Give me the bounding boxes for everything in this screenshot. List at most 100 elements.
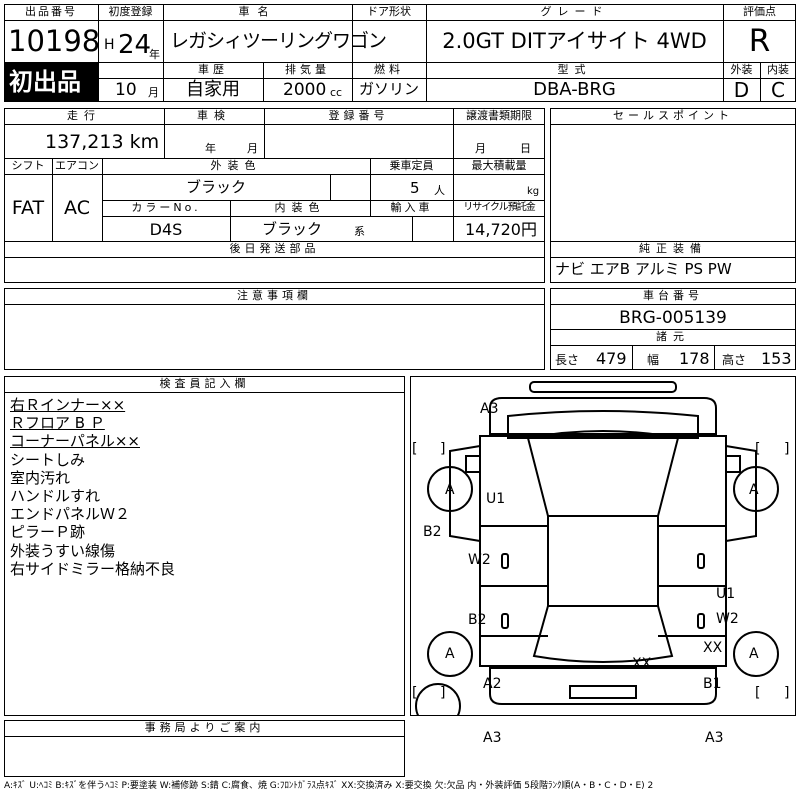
aircon-label: エアコン <box>55 159 99 172</box>
body-outline <box>479 435 727 667</box>
registration-era: H <box>104 37 115 53</box>
model-value: DBA-BRG <box>533 79 616 100</box>
mark-a-right-front: A <box>749 482 759 498</box>
sales-point-box <box>550 108 796 283</box>
mark-a2-left: A2 <box>483 676 502 692</box>
door-label: ドア形状 <box>367 5 411 18</box>
displacement-label: 排気量 <box>285 63 330 76</box>
inspector-remark-line: コーナーパネル×× <box>10 432 140 451</box>
color-no-label: カラーNo. <box>131 201 201 214</box>
lot-number-label: 出品番号 <box>25 5 77 18</box>
mark-xx-center: XX <box>632 656 652 672</box>
mark-w2-right: W2 <box>716 611 739 627</box>
inspector-remark-line: シートしみ <box>10 450 86 469</box>
color-no-value: D4S <box>149 220 183 239</box>
windshield <box>526 430 680 517</box>
car-name: レガシィツーリングワゴン <box>170 30 387 52</box>
rear-plate <box>569 685 637 699</box>
model-label: 型式 <box>557 63 592 76</box>
recycle-label: リサイクル預託金 <box>463 202 536 213</box>
front-bumper <box>529 381 677 393</box>
equipment-value: ナビ エアB アルミ PS PW <box>555 260 732 278</box>
specs-label: 諸元 <box>656 330 690 343</box>
displacement-value: 2000 <box>283 80 327 100</box>
diagram-bracket-right-open: [ <box>755 441 761 457</box>
left-front-wheel <box>427 466 473 512</box>
diagram-bracket-left-close: ] <box>440 441 446 457</box>
car-name-label: 車名 <box>238 5 277 18</box>
inspector-remark-line: Ｒフロア B Ｐ <box>10 414 105 433</box>
later-parts-label: 後日発送部品 <box>229 242 320 255</box>
height-label: 高さ <box>722 353 747 367</box>
mark-a3-top: A3 <box>480 401 499 417</box>
registration-month: 10 <box>115 80 137 100</box>
damage-diagram-box <box>410 376 796 716</box>
inspection-year-unit: 年 <box>205 142 216 155</box>
fuel-label: 燃料 <box>374 63 404 76</box>
diagram-bracket-right-close: ] <box>784 441 790 457</box>
registration-month-unit: 月 <box>148 86 159 99</box>
mark-b2-left: B2 <box>423 524 442 540</box>
ext-color-value: ブラック <box>185 178 246 196</box>
transfer-doc-month-unit: 月 <box>475 142 486 155</box>
inspector-remark-line: エンドパネルＷ２ <box>10 505 131 524</box>
inspection-month-unit: 月 <box>247 142 258 155</box>
mark-u1-right: U1 <box>716 586 736 602</box>
office-label: 事務局よりご案内 <box>144 721 265 734</box>
mark-w2-left: W2 <box>468 552 491 568</box>
mark-b2-lower: B2 <box>468 612 487 628</box>
notes-label: 注意事項欄 <box>237 289 312 302</box>
chassis-label: 車台番号 <box>643 289 703 302</box>
diagram-bracket-left2-open: [ <box>412 685 418 701</box>
capacity-unit: 人 <box>434 184 445 197</box>
spare-tire <box>415 683 461 716</box>
registration-year: 24 <box>118 30 152 60</box>
capacity-value: 5 <box>410 179 420 197</box>
hood-outline <box>507 410 699 439</box>
right-front-wheel <box>733 466 779 512</box>
inspector-label: 検査員記入欄 <box>159 377 250 390</box>
inspection-label: 車検 <box>197 109 231 122</box>
front-bumper-outer <box>489 397 717 435</box>
fuel-value: ガソリン <box>358 80 419 98</box>
import-label: 輸入車 <box>390 201 433 214</box>
damage-legend: A:ｷｽﾞ U:ﾍｺﾐ B:ｷｽﾞを伴うﾍｺﾐ P:要塗装 W:補修跡 S:錆 … <box>4 781 654 791</box>
registration-year-unit: 年 <box>149 48 160 61</box>
first-listing-badge <box>5 63 98 101</box>
length-value: 479 <box>596 349 627 368</box>
shift-value: FAT <box>11 197 45 219</box>
inspector-remark-line: 右Ｒインナー×× <box>10 396 126 414</box>
width-value: 178 <box>679 349 710 368</box>
right-front-fender <box>725 445 757 542</box>
mark-a-left-front: A <box>445 482 455 498</box>
shift-label: シフト <box>11 159 45 172</box>
chassis-value: BRG-005139 <box>619 308 727 328</box>
header-table <box>4 4 796 102</box>
right-rear-wheel <box>733 631 779 677</box>
grade-value: 2.0GT DITアイサイト 4WD <box>442 29 707 53</box>
left-rear-wheel <box>427 631 473 677</box>
inspector-remark-line: 室内汚れ <box>10 468 71 487</box>
history-value: 自家用 <box>186 79 240 100</box>
lot-number: 10198 <box>8 24 101 58</box>
exterior-score: D <box>733 78 750 102</box>
ext-color-label: 外装色 <box>210 159 262 172</box>
equipment-label: 純正装備 <box>639 242 707 255</box>
rear-bumper <box>489 667 717 705</box>
exterior-label: 外装 <box>730 63 753 76</box>
mark-a-right-rear: A <box>749 646 759 662</box>
aircon-value: AC <box>64 197 90 219</box>
transfer-doc-label: 譲渡書類期限 <box>466 109 532 122</box>
capacity-label: 乗車定員 <box>389 159 434 172</box>
int-color-label: 内装色 <box>274 201 326 214</box>
mark-b1-right: B1 <box>703 676 722 692</box>
mark-xx-right: XX <box>703 640 723 656</box>
interior-label: 内装 <box>767 63 789 76</box>
width-label: 幅 <box>647 353 660 367</box>
transfer-doc-day-unit: 日 <box>520 142 531 155</box>
mark-a3-bottom-left: A3 <box>483 730 502 746</box>
inspector-remark-line: ピラーＰ跡 <box>10 523 86 542</box>
mileage-label: 走行 <box>67 109 101 122</box>
sales-point-label: セールスポイント <box>613 109 733 122</box>
